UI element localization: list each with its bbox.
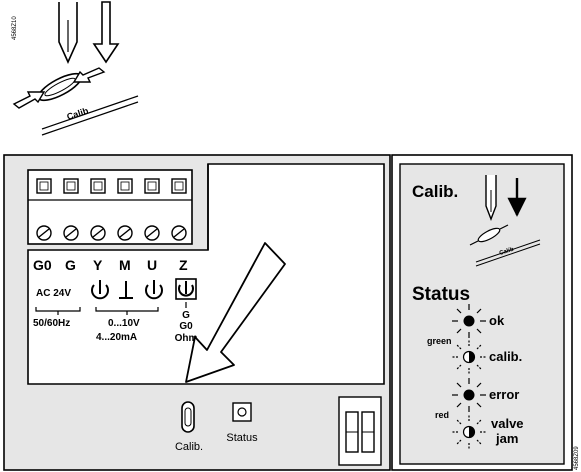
z-label-line1: G [182,310,190,321]
legend-jam-label: jam [495,431,518,446]
terminal-screws [36,225,187,241]
device-housing: G0 G Y M U Z AC 24V 50/60Hz [3,154,391,471]
status-led-label: Status [226,432,258,444]
legend-calib-title: Calib. [412,182,458,201]
calib-button-slot [37,72,83,102]
press-down-arrow-icon [92,1,120,64]
legend-panel: Calib. Calib Status ok green [391,154,573,471]
calib-pointer-arrow-icon [185,242,286,383]
supply-frequency-label: 50/60Hz [33,318,70,329]
legend-ok-label: ok [489,313,505,328]
terminal-label-y: Y [93,257,103,273]
legend-calib-sketch-label: Calib [499,247,515,257]
override-switch-icon [175,278,197,300]
slide-right-arrow-icon [12,91,46,109]
calib-button[interactable] [181,401,195,433]
led-on-error-icon [452,378,486,412]
terminal-block [27,169,193,245]
figure-code-bottom: 4568Z09 [574,446,580,470]
terminal-label-m: M [119,257,131,273]
supply-voltage-label: AC 24V [36,288,71,299]
terminal-squares [36,178,187,194]
z-label-line3: Ohm [175,333,198,344]
legend-calib-sketch: Calib [469,224,541,267]
z-label-line2: G0 [179,321,193,332]
status-led [232,402,252,422]
signal-voltage-range: 0...10V [108,318,140,329]
legend-status-title: Status [412,284,470,305]
terminal-label-g0: G0 [33,257,52,273]
legend-valve-label: valve [491,416,524,431]
counterclockwise-icon [145,280,163,300]
legend-red-label: red [435,410,449,420]
ground-symbol-icon [119,281,133,299]
terminal-label-z: Z [179,257,188,273]
signal-current-range: 4...20mA [96,332,137,343]
terminal-label-g: G [65,257,76,273]
legend-calib-label: calib. [489,349,522,364]
dip-switch[interactable] [338,396,382,466]
legend-error-label: error [489,387,519,402]
terminal-labels: G0 G Y M U Z [33,257,188,273]
figure-code-top: 4568Z10 [12,16,18,40]
legend-green-label: green [427,336,452,346]
top-calib-sketch: Calib [12,1,139,136]
calib-button-label: Calib. [175,441,203,453]
clockwise-icon [91,280,109,300]
led-on-icon [452,304,486,338]
terminal-label-u: U [147,257,157,273]
led-blinking-icon [452,340,486,374]
led-blinking-error-icon [452,415,486,449]
slide-left-arrow-icon [72,67,106,83]
